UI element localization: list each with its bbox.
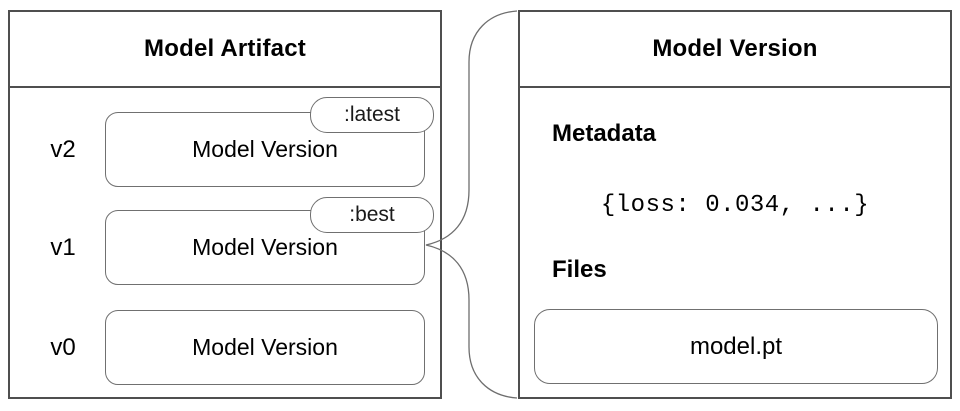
- alias-tag-latest: :latest: [310, 97, 434, 133]
- version-label-v2: v2: [50, 135, 76, 163]
- model-version-panel: Model Version Metadata {loss: 0.034, ...…: [518, 10, 952, 399]
- model-version-title: Model Version: [520, 12, 950, 88]
- version-label-v0: v0: [50, 333, 76, 361]
- version-label-v1: v1: [50, 233, 76, 261]
- files-heading: Files: [552, 256, 607, 283]
- model-version-box-v0: Model Version: [105, 310, 425, 385]
- metadata-value: {loss: 0.034, ...}: [600, 192, 870, 219]
- file-box-model-pt: model.pt: [534, 309, 938, 384]
- metadata-heading: Metadata: [552, 120, 657, 147]
- model-artifact-panel: Model Artifact v2 Model Version :latest …: [8, 10, 442, 399]
- model-artifact-title: Model Artifact: [10, 12, 440, 88]
- alias-tag-best: :best: [310, 197, 434, 233]
